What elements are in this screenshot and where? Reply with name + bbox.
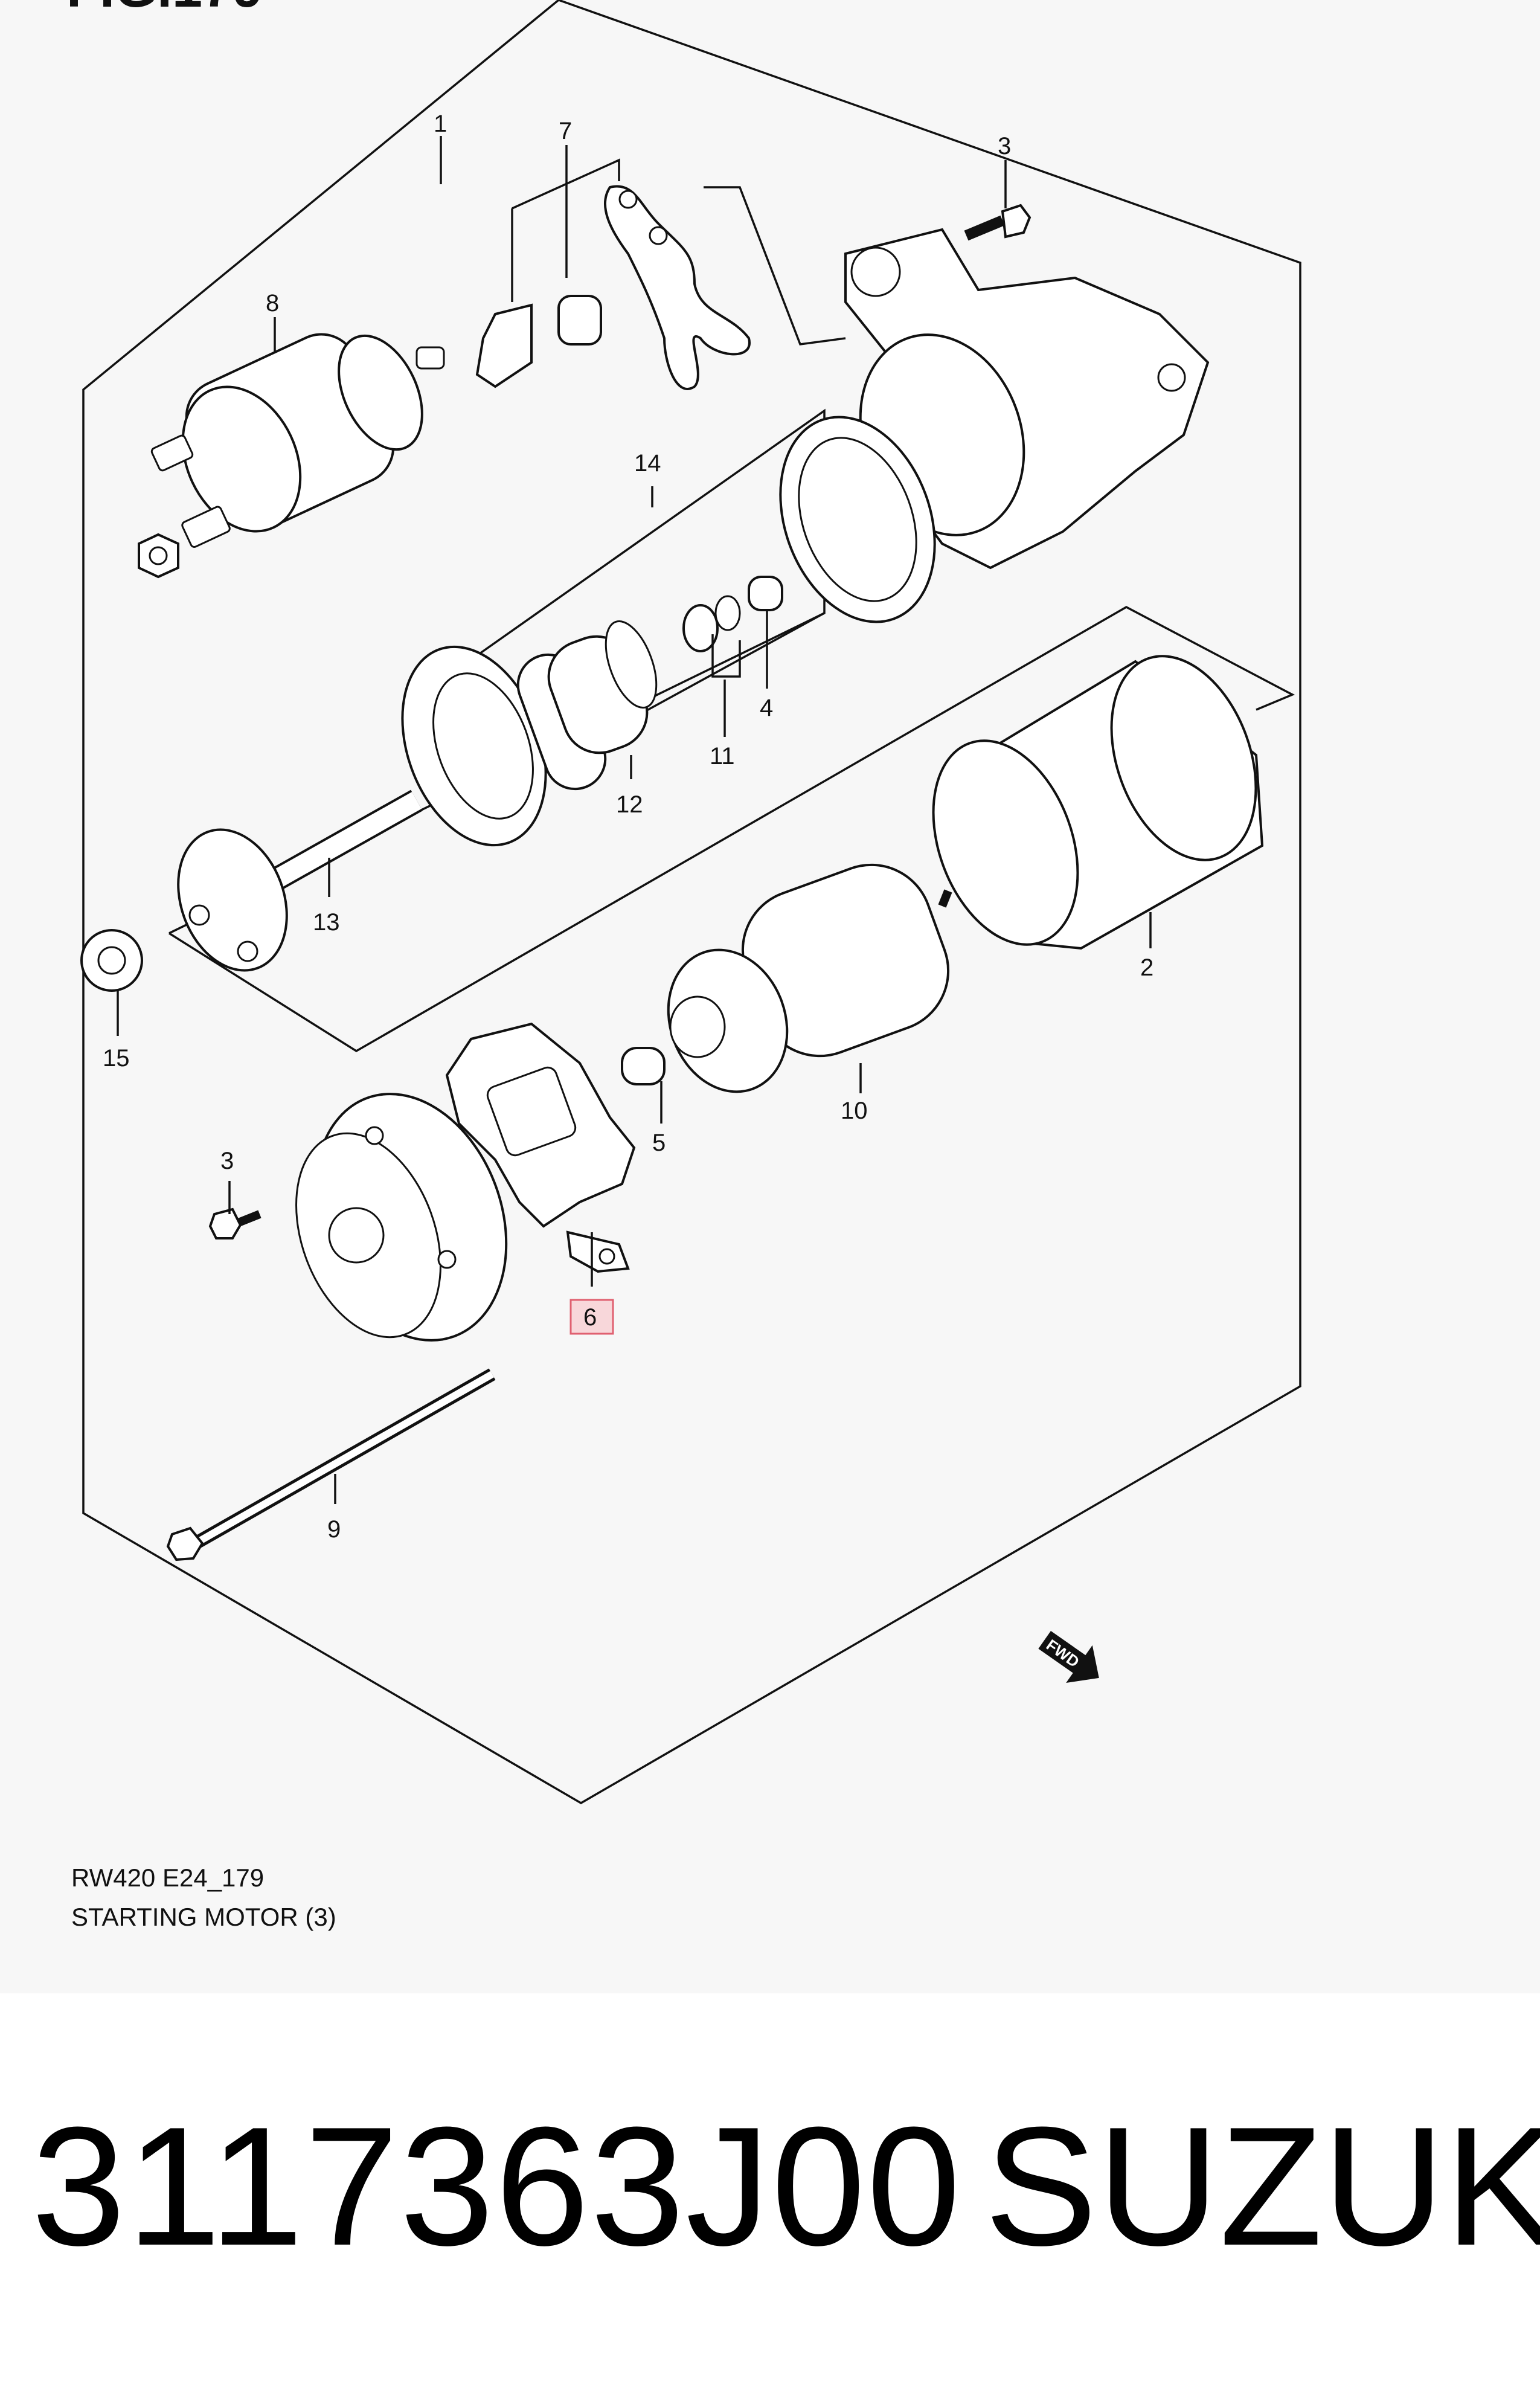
brush-holder-part[interactable] — [445, 1022, 636, 1273]
lever-holder-part[interactable] — [475, 295, 602, 388]
retainer-ring-part[interactable] — [753, 396, 961, 644]
callout-11: 11 — [710, 743, 735, 770]
nut-part[interactable] — [138, 533, 179, 579]
callout-3-top: 3 — [998, 133, 1011, 159]
callout-7: 7 — [559, 118, 572, 144]
callout-2: 2 — [1140, 954, 1153, 981]
callout-9: 9 — [327, 1516, 341, 1543]
rear-cover-part[interactable] — [270, 1067, 539, 1367]
armature-bushing-part[interactable] — [621, 1047, 666, 1085]
part-number: 3117363J00 — [31, 2092, 962, 2281]
callout-1: 1 — [434, 111, 447, 137]
bolt-lower-part[interactable] — [208, 1207, 261, 1239]
callout-15: 15 — [103, 1045, 130, 1072]
callout-3-lower: 3 — [220, 1148, 234, 1174]
armature-part[interactable] — [649, 848, 966, 1109]
callout-10: 10 — [841, 1098, 868, 1124]
yoke-part[interactable] — [907, 636, 1282, 965]
callout-6-highlight — [569, 1299, 614, 1335]
figure-code: RW420 E24_179 — [71, 1863, 265, 1892]
callout-12: 12 — [616, 791, 643, 818]
figure-name: STARTING MOTOR (3) — [71, 1903, 336, 1931]
callout-4: 4 — [760, 695, 773, 721]
pinion-gear-part[interactable] — [80, 929, 143, 992]
exploded-parts-diagram: FIG.179 — [66, 0, 1301, 1931]
brand-name: SUZUKI — [984, 2092, 1540, 2281]
figure-label: FIG.179 — [66, 0, 263, 20]
shift-lever-part[interactable] — [604, 185, 751, 390]
assembly-outline — [82, 0, 1301, 1805]
washer-part[interactable] — [682, 595, 741, 652]
callout-8: 8 — [266, 290, 279, 317]
callout-5: 5 — [652, 1130, 666, 1156]
bolt-top-part[interactable] — [964, 204, 1031, 241]
planetary-shaft-part[interactable] — [159, 789, 423, 986]
leader-lines — [117, 136, 1152, 1504]
callout-6[interactable]: 6 — [583, 1304, 597, 1331]
internal-gear-part[interactable] — [376, 627, 614, 866]
callout-13: 13 — [313, 909, 340, 936]
through-bolt-part[interactable] — [166, 1368, 496, 1561]
fwd-arrow-icon: FWD — [1038, 1631, 1099, 1683]
solenoid-part[interactable] — [150, 323, 445, 551]
callout-14: 14 — [634, 450, 661, 477]
clutch-part[interactable] — [539, 615, 667, 764]
bushing-part[interactable] — [748, 576, 783, 611]
